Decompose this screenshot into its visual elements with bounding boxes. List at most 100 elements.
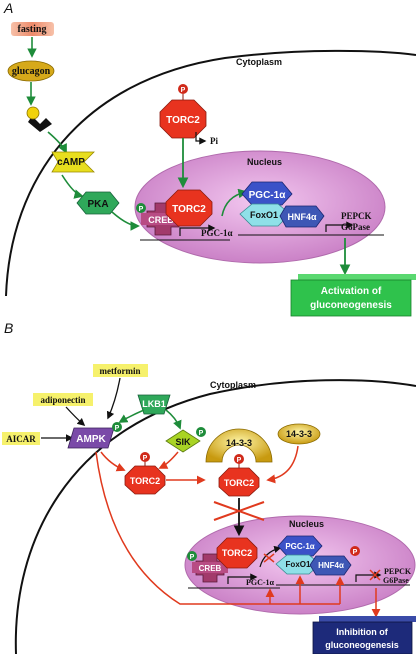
adiponectin-box [33, 393, 93, 406]
receptor-ligand [26, 106, 40, 120]
torc2-nuc-label-a: TORC2 [172, 204, 206, 215]
phospho-circle-a1 [178, 84, 188, 94]
torc2-octagon-nuc-b [216, 537, 258, 569]
phospho-label-ampk: P [115, 425, 120, 432]
g6pase-label-b: G6Pase [383, 576, 409, 585]
block-pgc-2 [263, 553, 275, 563]
torc2-octagon-nuc-a [165, 189, 213, 227]
phospho-circle-sik [196, 427, 206, 437]
block-pepck-2 [369, 569, 381, 581]
pgc-gene-label-a: PGC-1α [201, 228, 233, 238]
pgc-hexagon-a [241, 181, 293, 206]
ampk-label: AMPK [76, 434, 106, 445]
metformin-box [93, 364, 148, 377]
torc2-free-label-b: TORC2 [130, 476, 160, 486]
cell-membrane-a [5, 49, 416, 297]
protein-1433-ellipse [277, 423, 321, 445]
nucleus-label-b: Nucleus [289, 519, 324, 529]
adiponectin-label: adiponectin [40, 395, 85, 405]
torc2-octagon-cyto-a [159, 99, 207, 139]
sik-label: SIK [175, 437, 191, 447]
lkb1-label: LKB1 [142, 399, 166, 409]
foxo1-label-a: FoxO1 [250, 210, 278, 220]
complex-1433-ring [205, 428, 273, 463]
torc2-nuc-label-b: TORC2 [222, 548, 252, 558]
pka-label: PKA [87, 199, 108, 210]
phospho-label-b1: P [143, 455, 148, 462]
camp-label: cAMP [57, 157, 85, 168]
camp-shape [51, 151, 95, 173]
pepck-label-a: PEPCK [341, 211, 372, 221]
panel-a-label: A [3, 0, 13, 16]
ampk-shape [67, 427, 115, 449]
inhibition-line1: Inhibition of [336, 627, 388, 637]
pi-label: Pi [210, 136, 218, 146]
phospho-circle-ampk [112, 422, 122, 432]
torc2-octagon-bound-b [218, 467, 260, 497]
phospho-label-creb-b: P [190, 554, 195, 561]
hnf4a-shape-a [279, 205, 325, 228]
sik-diamond [165, 429, 201, 453]
metformin-label: metformin [100, 366, 141, 376]
phospho-circle-creb-a [136, 203, 146, 213]
inhibition-box-top [319, 616, 416, 622]
hnf4a-label-b: HNF4α [318, 561, 344, 570]
glucagon-ellipse [7, 60, 55, 82]
pgc-gene-label-b: PGC-1α [246, 578, 275, 587]
arrow-lkb1-ampk [118, 409, 145, 423]
nucleus-label-a: Nucleus [247, 157, 282, 167]
cytoplasm-label-a: Cytoplasm [236, 57, 282, 67]
creb-label-a: CREB [148, 215, 174, 225]
g6pase-label-a: G6Pase [341, 222, 370, 232]
activation-line2: gluconeogenesis [310, 300, 392, 311]
phospho-label-b2: P [237, 457, 242, 464]
arrow-pka-creb [111, 211, 140, 231]
glucagon-label: glucagon [12, 66, 51, 77]
block-cross-2 [213, 501, 265, 521]
phospho-label-sik: P [199, 430, 204, 437]
phospho-circle-b1 [140, 452, 150, 462]
complex-1433-label: 14-3-3 [226, 438, 252, 448]
foxo1-label-b: FoxO1 [286, 560, 311, 569]
phospho-circle-creb-b [187, 551, 197, 561]
pgc-label-b: PGC-1α [285, 542, 314, 551]
hnf4a-shape-b [309, 555, 352, 576]
inhibition-box [312, 621, 413, 654]
arrow-receptor-camp [47, 131, 67, 154]
lkb1-shape [137, 394, 171, 415]
pgc-hexagon-b [277, 535, 323, 557]
torc2-cyto-label-a: TORC2 [166, 115, 200, 126]
fasting-label-box [11, 22, 54, 36]
arrow-ampk-torc2 [100, 451, 126, 472]
arrow-lkb1-sik [165, 409, 182, 430]
creb-bar-b [192, 562, 228, 573]
promoter-arrow-b [227, 573, 258, 584]
arrow-metformin-ampk [106, 377, 121, 420]
promoter-arrow-a [179, 224, 216, 236]
pka-hexagon [76, 191, 120, 215]
aicar-label: AICAR [6, 434, 36, 444]
pgc-label-a: PGC-1α [249, 190, 287, 201]
phospho-label-a1: P [181, 87, 186, 94]
arrow-gene-pgc-b [259, 545, 282, 568]
activation-box-top [298, 274, 416, 280]
fasting-label: fasting [18, 24, 47, 35]
aicar-box [2, 432, 40, 445]
phospho-label-hnf-b: P [353, 549, 358, 556]
arrow-sik-torc2 [158, 451, 179, 469]
ampk-inhibit-path [95, 451, 270, 605]
activation-box [290, 279, 412, 317]
pepck-label-b: PEPCK [384, 567, 412, 576]
torc2-bound-label-b: TORC2 [224, 478, 254, 488]
activation-line1: Activation of [321, 286, 382, 297]
torc2-octagon-free-b [124, 465, 166, 495]
phospho-label-creb-a: P [139, 206, 144, 213]
receptor-shape [28, 116, 52, 132]
cell-membrane-b [14, 379, 416, 654]
arrow-dephospho [195, 132, 207, 145]
creb-label-b: CREB [199, 564, 222, 573]
promoter-arrow-pepck-a [325, 221, 354, 232]
arrow-1433-complex [266, 445, 299, 484]
